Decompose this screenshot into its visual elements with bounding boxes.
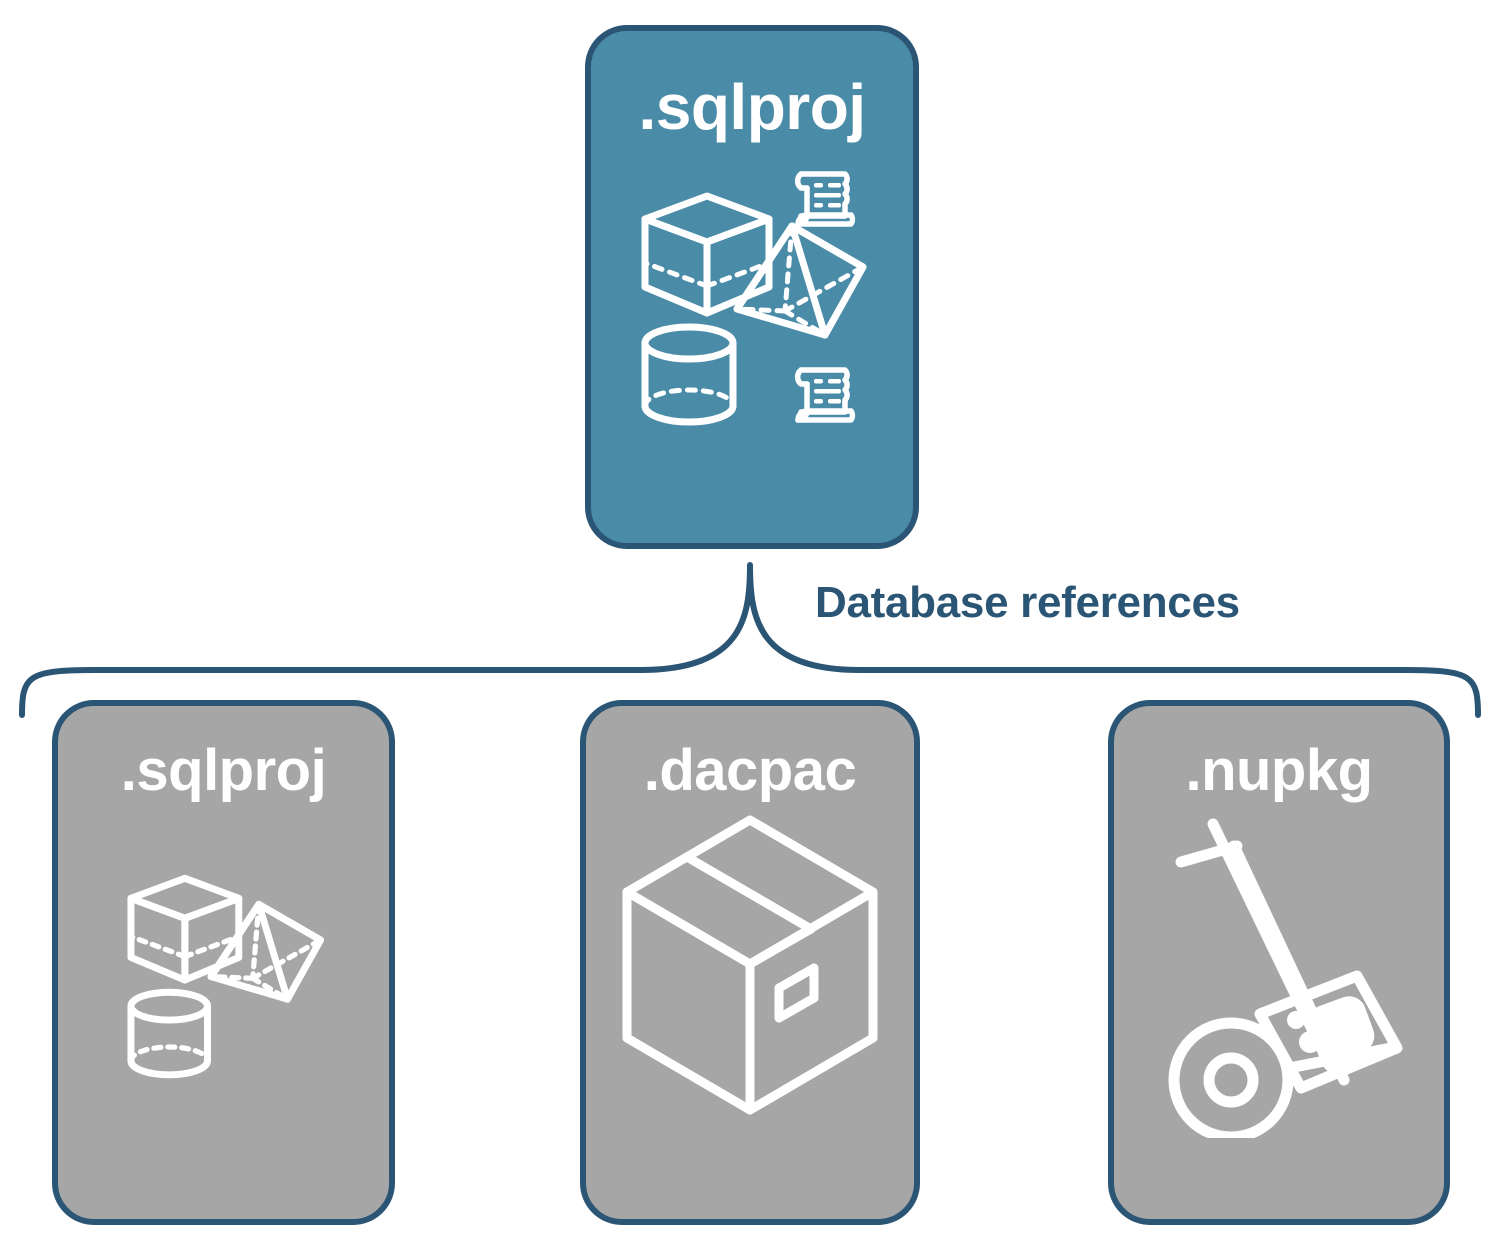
node-ref-dacpac[interactable]: .dacpac xyxy=(580,700,920,1225)
database-references-brace xyxy=(19,562,1481,718)
connector-label: Database references xyxy=(815,578,1240,627)
node-ref-nupkg[interactable]: .nupkg xyxy=(1108,700,1450,1225)
node-root-label: .sqlproj xyxy=(638,71,866,143)
node-ref-sqlproj-label: .sqlproj xyxy=(120,738,327,803)
node-ref-sqlproj[interactable]: .sqlproj xyxy=(52,700,395,1225)
scroll-icon xyxy=(794,367,856,423)
hand-truck-package-icon xyxy=(1168,818,1403,1138)
node-ref-dacpac-label: .dacpac xyxy=(643,738,857,803)
node-root-sqlproj[interactable]: .sqlproj xyxy=(585,25,919,549)
node-ref-nupkg-label: .nupkg xyxy=(1185,738,1373,803)
scroll-icon xyxy=(794,171,856,227)
database-objects-icon xyxy=(126,874,324,1079)
database-objects-icon xyxy=(641,171,867,426)
package-box-icon xyxy=(622,815,878,1115)
